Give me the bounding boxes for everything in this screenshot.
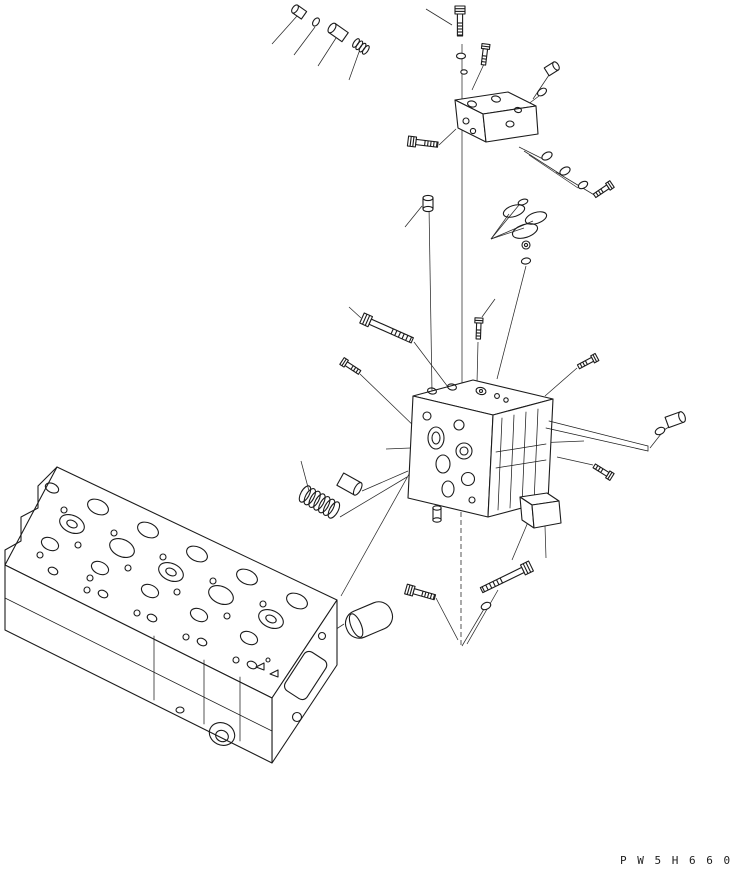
hex-bolt-long	[478, 560, 534, 596]
hex-bolt	[404, 583, 437, 603]
hex-bolt	[406, 135, 439, 151]
end-plug	[344, 601, 394, 639]
screw	[576, 352, 600, 371]
valve-ports-row2	[59, 513, 284, 630]
backup-ring	[502, 204, 526, 218]
o-ring	[480, 601, 492, 611]
spring	[298, 485, 341, 519]
plug	[664, 410, 688, 429]
sleeve	[325, 21, 349, 43]
o-ring	[536, 87, 548, 97]
small-spring	[352, 38, 370, 55]
screw	[339, 357, 363, 377]
hex-bolt-long	[359, 312, 416, 346]
o-ring	[517, 198, 529, 206]
indicator-triangle	[269, 669, 279, 678]
screw	[478, 42, 491, 66]
hex-bolt	[454, 5, 466, 37]
o-ring	[541, 151, 553, 161]
plug	[422, 194, 434, 213]
backup-ring	[524, 211, 548, 225]
top-bolt-group	[454, 5, 491, 75]
top-left-parts	[289, 3, 370, 55]
top-cover-block	[454, 91, 539, 143]
end-cap-block	[519, 492, 562, 529]
o-ring	[311, 17, 321, 27]
spring-group	[298, 472, 363, 519]
spool-rod	[545, 420, 649, 452]
top-right-parts	[406, 60, 615, 200]
o-ring	[559, 166, 571, 176]
middle-seal-cluster	[422, 194, 548, 265]
indicator-triangle	[255, 662, 265, 671]
leader-lines	[271, 8, 678, 647]
mid-fasteners	[339, 312, 600, 377]
plug	[289, 3, 308, 20]
piston	[336, 472, 363, 496]
right-plug-group	[591, 410, 688, 481]
o-ring	[520, 257, 532, 265]
o-ring-large	[511, 223, 539, 239]
o-ring	[577, 180, 589, 190]
plug	[543, 60, 562, 77]
main-valve-body	[4, 466, 338, 764]
o-ring	[654, 426, 666, 436]
washer	[460, 69, 468, 75]
screw	[473, 317, 484, 340]
valve-small-holes	[36, 482, 267, 664]
screw	[591, 180, 615, 200]
drawing-code: P W 5 H 6 6 0	[620, 854, 732, 867]
valve-ports-row1	[87, 498, 308, 610]
screw	[591, 461, 615, 481]
washer	[455, 52, 467, 60]
pilot-valve-block	[407, 379, 554, 518]
plug-small	[521, 240, 531, 250]
under-valve-parts	[404, 492, 562, 611]
valve-ports-row3	[40, 536, 259, 646]
center-lines	[340, 44, 585, 648]
plug	[432, 505, 442, 523]
